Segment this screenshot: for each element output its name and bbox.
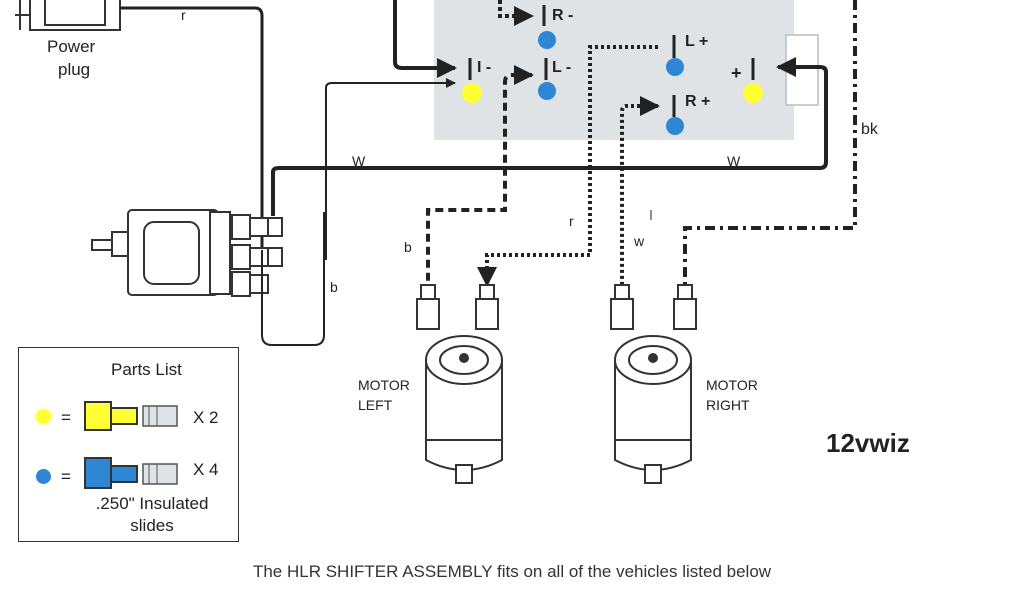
motor-right-label-1: MOTOR	[706, 377, 758, 393]
wire-r-top-label: r	[181, 7, 186, 23]
wire-bk-label: bk	[861, 121, 879, 138]
shifter-box	[434, 0, 794, 140]
terminal-R-plus-dot	[666, 117, 684, 135]
parts-note: .250" Insulated slides	[77, 493, 227, 537]
terminal-L-minus-dot	[538, 82, 556, 100]
yellow-equals: =	[61, 408, 71, 427]
blue-terminal-icon	[36, 469, 51, 484]
wire-w-across	[271, 57, 828, 216]
terminal-L-plus-label: L +	[685, 33, 708, 50]
terminal-I-minus-dot	[462, 83, 482, 103]
wire-w-right-label: W	[727, 153, 741, 169]
yellow-connector-icon	[84, 401, 178, 431]
motor-left-label-1: MOTOR	[358, 377, 410, 393]
caption: The HLR SHIFTER ASSEMBLY fits on all of …	[252, 562, 772, 581]
terminal-plus-label: +	[731, 63, 742, 83]
wire-I-minus	[393, 0, 457, 78]
parts-note-line1: .250" Insulated	[95, 494, 209, 513]
wire-b-switch	[261, 212, 325, 346]
terminal-bars	[468, 5, 755, 117]
blue-quantity: X 4	[193, 460, 219, 479]
power-plug-icon	[15, 0, 121, 31]
wire-b-L-minus	[426, 73, 532, 285]
yellow-terminal-icon	[36, 409, 51, 424]
terminal-plus-dot	[743, 83, 763, 103]
terminal-R-plus-label: R +	[685, 93, 710, 110]
wire-r-L-plus	[477, 45, 658, 287]
wire-power-r	[120, 6, 264, 250]
terminal-R-minus-label: R -	[552, 7, 573, 24]
motor-right-label-2: RIGHT	[706, 397, 750, 413]
terminal-R-minus-dot	[538, 31, 556, 49]
terminal-L-minus-label: L -	[552, 59, 571, 76]
wire-switch-I-minus	[325, 78, 456, 260]
wire-w-R-plus	[620, 104, 658, 285]
blue-equals: =	[61, 467, 71, 486]
terminal-L-plus-dot	[666, 58, 684, 76]
blue-connector-icon	[84, 457, 178, 489]
wire-w-left-label: W	[352, 153, 366, 169]
terminal-I-minus-label: I -	[477, 59, 491, 76]
wire-b-switch-label: b	[330, 279, 338, 295]
parts-note-line2: slides	[130, 516, 174, 535]
motor-left-label-2: LEFT	[358, 397, 393, 413]
brand-label: 12vwiz	[826, 428, 910, 458]
power-plug-label-1: Power	[47, 37, 96, 56]
motor-right-icon	[614, 335, 692, 484]
wire-r-mid-label: r	[569, 213, 574, 229]
parts-list: Parts List = X 2 = X 4 .250" Insulated s…	[18, 347, 239, 542]
connector-icon	[416, 284, 697, 330]
wire-w-mid-label: w	[633, 233, 645, 249]
yellow-quantity: X 2	[193, 408, 219, 427]
motor-left-icon	[425, 335, 503, 484]
power-plug-label-2: plug	[58, 60, 90, 79]
rocker-switch	[91, 209, 283, 297]
wire-b-left-label: b	[404, 239, 412, 255]
parts-list-title: Parts List	[111, 360, 182, 379]
wire-R-minus	[498, 0, 534, 26]
